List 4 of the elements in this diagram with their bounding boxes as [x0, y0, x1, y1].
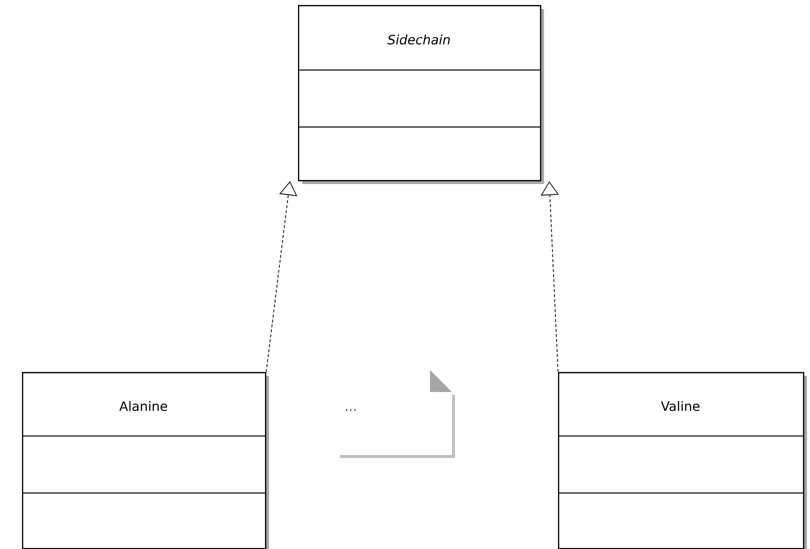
- class-box: Valine: [558, 372, 807, 549]
- node-label: ...: [346, 409, 356, 411]
- class-box: Alanine: [22, 372, 269, 549]
- class-box: Sidechain: [298, 5, 544, 184]
